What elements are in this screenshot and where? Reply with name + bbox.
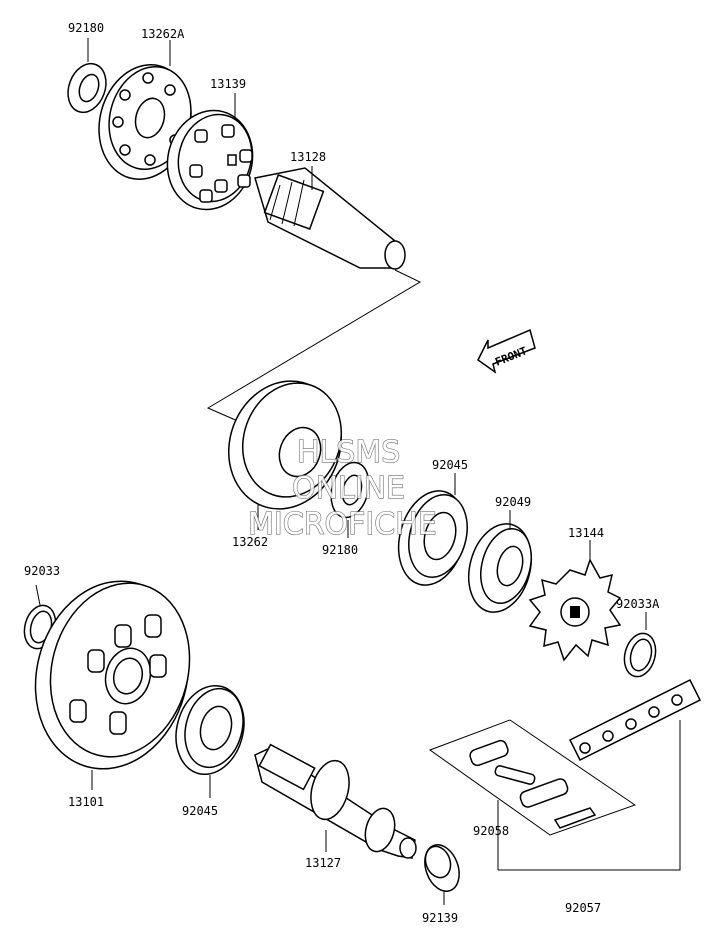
guide-lines — [35, 269, 422, 790]
part-13128-shaft[interactable] — [254, 166, 406, 270]
label-13139: 13139 — [210, 77, 246, 91]
label-92033: 92033 — [24, 564, 60, 578]
part-labels: 92180 13262A 13139 13128 13262 92180 920… — [24, 21, 660, 925]
part-13262a-gear[interactable] — [87, 40, 204, 190]
label-13127: 13127 — [305, 856, 341, 870]
part-92180-washer-mid[interactable] — [325, 458, 374, 538]
part-92057-drive-chain[interactable] — [498, 678, 702, 871]
part-92045-bearing-mid[interactable] — [389, 473, 476, 593]
part-13101-large-gear[interactable] — [15, 564, 209, 786]
watermark-line-3: MICROFICHE — [248, 507, 437, 542]
label-13262: 13262 — [232, 535, 268, 549]
watermark-line-1: HLSMS — [297, 435, 400, 470]
label-13101: 13101 — [68, 795, 104, 809]
label-92180-top: 92180 — [68, 21, 104, 35]
part-92180-washer-top[interactable] — [62, 38, 113, 118]
watermark: HLSMS ONLINE MICROFICHE — [247, 434, 437, 542]
part-13127-output-shaft[interactable] — [254, 743, 417, 859]
label-92180-mid: 92180 — [322, 543, 358, 557]
label-92045-mid: 92045 — [432, 458, 468, 472]
label-92049: 92049 — [495, 495, 531, 509]
label-13144: 13144 — [568, 526, 604, 540]
label-92058: 92058 — [473, 824, 509, 838]
part-92058-master-link-kit[interactable] — [428, 719, 637, 870]
part-92139-collar[interactable] — [419, 840, 465, 905]
label-13262a: 13262A — [141, 27, 185, 41]
part-13139-damper-hub[interactable] — [156, 93, 263, 219]
label-92057: 92057 — [565, 901, 601, 915]
part-92049-oil-seal[interactable] — [459, 510, 540, 619]
front-direction-arrow: FRONT — [477, 328, 536, 374]
label-92139: 92139 — [422, 911, 458, 925]
label-92045-low: 92045 — [182, 804, 218, 818]
watermark-line-2: ONLINE — [292, 471, 405, 506]
label-13128: 13128 — [290, 150, 326, 164]
part-13144-sprocket[interactable] — [528, 540, 622, 662]
label-92033a: 92033A — [616, 597, 660, 611]
part-92033a-circlip[interactable] — [620, 612, 660, 680]
part-13262-gear[interactable] — [211, 365, 359, 530]
part-92045-bearing-low[interactable] — [166, 678, 253, 798]
